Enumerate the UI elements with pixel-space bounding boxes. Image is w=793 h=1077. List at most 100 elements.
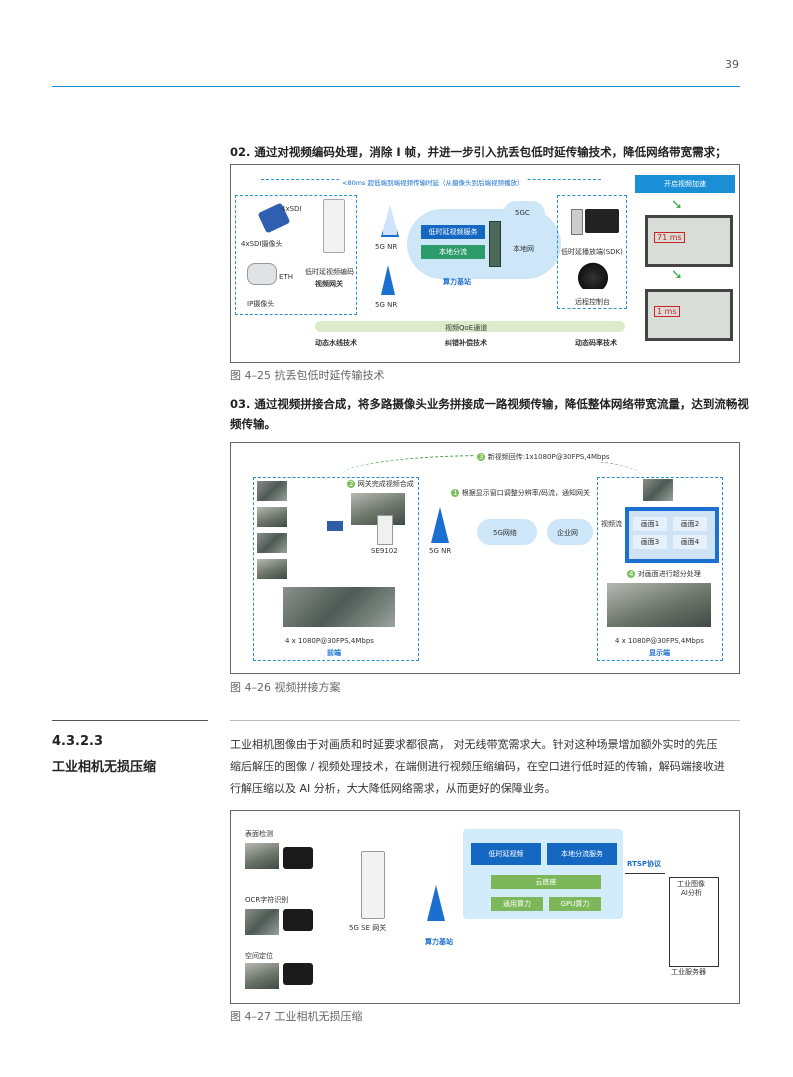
switch-icon [327, 521, 343, 531]
step2-label: 2 网关完成视频合成 [347, 480, 414, 488]
cam2-label: OCR字符识别 [245, 896, 289, 904]
console-icon [575, 261, 611, 289]
decoder-label: 低时延播放端(SDK) [561, 248, 623, 256]
section-number: 4.3.2.3 [52, 734, 103, 749]
positioning-image [245, 963, 279, 989]
front-spec: 4 x 1080P@30FPS,4Mbps [285, 637, 374, 645]
caption-4-25: 图 4–25 抗丢包低时延传输技术 [230, 369, 385, 382]
nr-label: 5G NR [429, 547, 452, 555]
front-video-stack [283, 587, 395, 627]
section-heading-03-line2: 频传输。 [230, 417, 276, 431]
enterprise-net-cloud [547, 519, 593, 545]
figure-4-26: 3 新视频回传:1x1080P@30FPS,4Mbps 2 网关完成视频合成 1… [230, 442, 740, 674]
para-line-1: 工业相机图像由于对画质和时延要求都很高， 对无线带宽需求大。针对这种场景增加额外… [230, 738, 718, 751]
compute-station-label: 算力基站 [443, 278, 471, 286]
display-label: 显示端 [649, 649, 670, 657]
figure-4-25: <80ms 超低端到端视频传输时延（从摄像头到后端视频播放） 4xSDI 4xS… [230, 164, 740, 363]
tech-1: 动态水线技术 [315, 339, 357, 347]
camera-feed-thumb [257, 507, 287, 527]
sdi-camera-label: 4xSDI摄像头 [241, 240, 283, 248]
screen-tile: 画面2 [673, 517, 707, 531]
industrial-camera-icon [283, 909, 313, 931]
section-rule-right [230, 720, 740, 721]
header-rule [52, 86, 740, 87]
section-heading-03-line1: 03. 通过视频拼接合成，将多路摄像头业务拼接成一路视频传输，降低整体网络带宽流… [230, 397, 749, 411]
tech-3: 动态码率技术 [575, 339, 617, 347]
pc-tower-icon [571, 209, 583, 235]
screen-tile: 画面3 [633, 535, 667, 549]
5g-network-cloud [477, 519, 537, 545]
display-region [597, 477, 723, 661]
screen-tile: 画面4 [673, 535, 707, 549]
latency-banner: <80ms 超低端到端视频传输时延（从摄像头到后端视频播放） [339, 177, 527, 187]
camera-feed-thumb [257, 481, 287, 501]
section-paragraph: 工业相机图像由于对画质和时延要求都很高， 对无线带宽需求大。针对这种场景增加额外… [230, 734, 725, 800]
screen-tile: 画面1 [633, 517, 667, 531]
green-arrow-icon: ➘ [671, 267, 683, 283]
monitor-icon [585, 209, 619, 233]
display-screen-after: 1 ms [645, 289, 733, 341]
qoe-label: 视频QoE通道 [445, 324, 488, 332]
front-region [253, 477, 419, 661]
industrial-server-icon [669, 877, 719, 967]
step4-label: 4 对画面进行超分处理 [627, 570, 701, 578]
step1-label: 1 根据显示窗口调整分辨率/码流，通知网关 [451, 489, 591, 497]
section-title: 工业相机无损压缩 [52, 760, 157, 775]
section-heading-02: 02. 通过对视频编码处理，消除 I 帧，并进一步引入抗丢包低时延传输技术，降低… [230, 145, 727, 159]
ocr-image [245, 909, 279, 935]
camera-feed-thumb [257, 533, 287, 553]
display-feed-thumb [643, 479, 673, 501]
server-label: 工业服务器 [671, 968, 706, 976]
step3-label: 3 新视频回传:1x1080P@30FPS,4Mbps [475, 452, 612, 462]
gateway-label: 视频网关 [315, 280, 343, 288]
para-line-3: 行解压缩以及 AI 分析，大大降低网络需求，从而更好的保障业务。 [230, 782, 556, 795]
display-spec: 4 x 1080P@30FPS,4Mbps [615, 637, 704, 645]
latency-readout-after: 1 ms [654, 306, 680, 317]
camera-region [235, 195, 357, 315]
display-video-stack [607, 583, 711, 627]
rtsp-arrow [625, 873, 665, 874]
tiled-monitor: 画面1 画面2 画面3 画面4 [625, 507, 719, 563]
stream-label: 视频流 [601, 520, 622, 528]
tower-icon [431, 507, 449, 543]
receiver-region [557, 195, 627, 309]
console-label: 远程控制台 [575, 298, 610, 306]
latency-readout-before: 71 ms [654, 232, 685, 243]
front-label: 前端 [327, 649, 341, 657]
gateway-label: 5G SE 网关 [349, 924, 387, 932]
camera-feed-thumb [257, 559, 287, 579]
enterprise-net-label: 企业网 [557, 529, 578, 537]
svc-low-latency: 低时延视频 [471, 843, 541, 865]
ip-camera-icon [247, 263, 277, 285]
nr-top-label: 5G NR [375, 243, 398, 251]
gpu-compute: GPU算力 [549, 897, 601, 911]
tower-icon [381, 265, 395, 295]
5gc-label: 5GC [515, 209, 530, 217]
gateway-model-label: SE9102 [371, 547, 398, 555]
sdi-label: 4xSDI [281, 205, 302, 213]
caption-4-27: 图 4–27 工业相机无损压缩 [230, 1010, 363, 1023]
video-gateway-device-icon [323, 199, 345, 253]
nr-bottom-label: 5G NR [375, 301, 398, 309]
ip-camera-label: IP摄像头 [247, 300, 275, 308]
eth-label: ETH [279, 273, 293, 281]
local-net-cloud [503, 235, 551, 261]
section-rule-left [52, 720, 208, 721]
accel-button[interactable]: 开启视频加速 [635, 175, 735, 193]
qoe-bar [315, 321, 625, 332]
cloud-base: 云底座 [491, 875, 601, 889]
service-low-latency: 低时延视频服务 [421, 225, 485, 239]
service-local-split: 本地分流 [421, 245, 485, 259]
caption-4-26: 图 4–26 视频拼接方案 [230, 681, 341, 694]
green-arrow-icon: ➘ [671, 197, 683, 213]
para-line-2: 缩后解压的图像 / 视频处理技术，在端侧进行视频压缩编码，在空口进行低时延的传输… [230, 760, 725, 773]
tower-icon [427, 885, 445, 921]
server-ai-line1: 工业图像 [677, 880, 705, 888]
display-screen-before: 71 ms [645, 215, 733, 267]
general-compute: 通用算力 [491, 897, 543, 911]
industrial-camera-icon [283, 963, 313, 985]
se-gateway-icon [361, 851, 385, 919]
cam1-label: 表面检测 [245, 830, 273, 838]
industrial-camera-icon [283, 847, 313, 869]
local-net-label: 本地网 [513, 245, 534, 253]
